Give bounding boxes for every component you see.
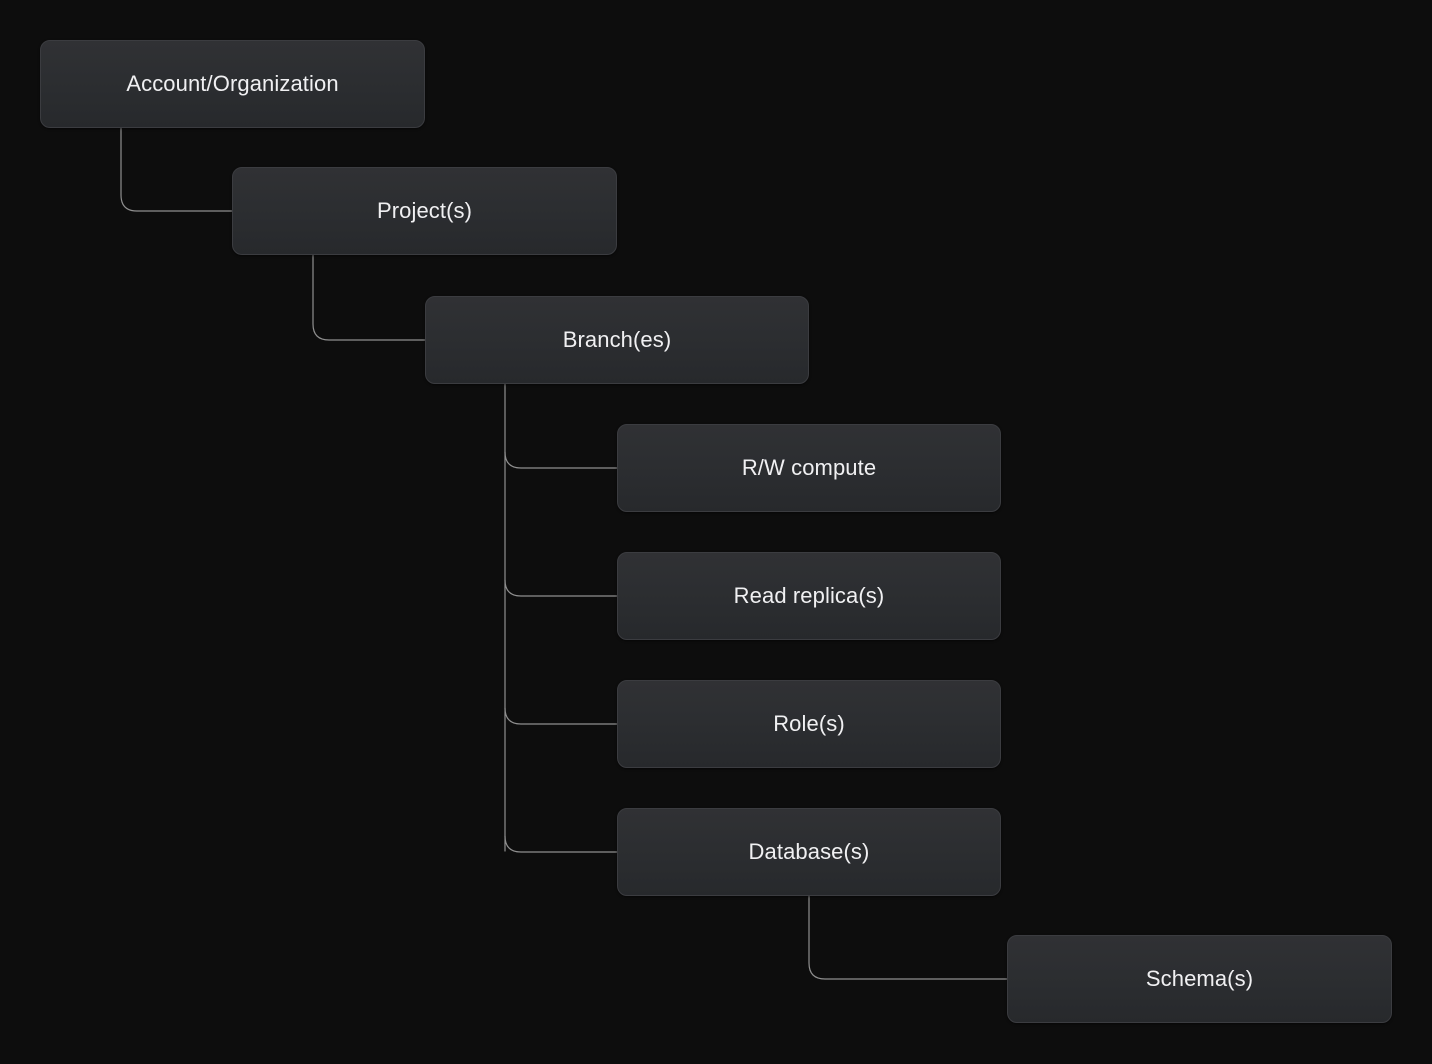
node-rw_compute[interactable]: R/W compute <box>617 424 1001 512</box>
node-schema[interactable]: Schema(s) <box>1007 935 1392 1023</box>
node-project[interactable]: Project(s) <box>232 167 617 255</box>
node-role[interactable]: Role(s) <box>617 680 1001 768</box>
edge-database-to-schema <box>808 895 1008 980</box>
node-label-schema: Schema(s) <box>1145 965 1254 991</box>
edge-trunk-to-database <box>504 835 618 853</box>
node-label-branch: Branch(es) <box>562 326 672 352</box>
node-branch[interactable]: Branch(es) <box>425 296 809 384</box>
node-label-database: Database(s) <box>748 838 870 864</box>
edge-trunk-to-role <box>504 707 618 725</box>
node-label-role: Role(s) <box>773 710 845 736</box>
node-label-project: Project(s) <box>376 197 473 223</box>
node-label-account: Account/Organization <box>126 70 339 96</box>
node-database[interactable]: Database(s) <box>617 808 1001 896</box>
edge-trunk-to-readreplica <box>504 579 618 597</box>
edge-trunk-to-rwcompute <box>504 451 618 469</box>
node-label-rw_compute: R/W compute <box>741 454 877 480</box>
node-label-read_replica: Read replica(s) <box>733 582 885 608</box>
edge-project-to-branch <box>312 254 426 341</box>
edge-account-to-project <box>120 127 233 212</box>
node-account[interactable]: Account/Organization <box>40 40 425 128</box>
node-read_replica[interactable]: Read replica(s) <box>617 552 1001 640</box>
